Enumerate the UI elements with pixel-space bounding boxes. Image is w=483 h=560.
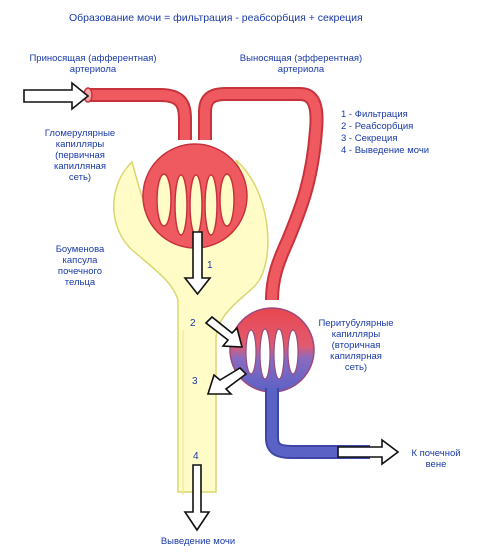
label-efferent-arteriole: Выносящая (эфферентная) артериола [226, 53, 376, 75]
label-efferent-line: Выносящая (эфферентная) [239, 53, 363, 64]
label-afferent-arteriole: Приносящая (афферентная) артериола [18, 53, 168, 75]
label-bowman-line: Боуменова [55, 244, 105, 255]
label-urine-excretion: Выведение мочи [160, 536, 236, 547]
step-number-2: 2 [190, 318, 196, 329]
step-number-4: 4 [193, 451, 199, 462]
label-peritubular-line: сеть) [344, 362, 368, 373]
legend-item: 2 - Реабсорбция [341, 121, 414, 132]
label-bowman-capsule: Боуменова капсула почечного тельца [40, 244, 120, 288]
legend: 1 - Фильтрация 2 - Реабсорбция 3 - Секре… [341, 109, 429, 157]
label-vein-line: К почечной [411, 448, 461, 459]
label-peritubular-line: (вторичная [331, 340, 381, 351]
arrow-into-afferent [23, 81, 90, 111]
label-to-renal-vein: К почечной вене [404, 448, 468, 470]
arrow-excretion [183, 464, 211, 532]
label-glomerular-capillaries: Гломерулярные капилляры (первичная капил… [30, 128, 130, 183]
legend-item: 1 - Фильтрация [341, 109, 408, 120]
arrow-secretion [206, 366, 248, 395]
label-bowman-line: почечного [57, 266, 103, 277]
arrow-filtration [183, 231, 212, 296]
label-afferent-line: артериола [69, 64, 117, 75]
label-efferent-line: артериола [277, 64, 325, 75]
label-bowman-line: капсула [62, 255, 98, 266]
label-glomerular-line: капилляная [53, 161, 106, 172]
legend-item: 4 - Выведение мочи [341, 145, 430, 156]
label-vein-line: вене [425, 459, 447, 470]
label-peritubular-capillaries: Перитубулярные капилляры (вторичная капи… [311, 318, 401, 373]
label-glomerular-line: капилляры [55, 139, 105, 150]
label-glomerular-line: (первичная [55, 150, 105, 161]
label-peritubular-line: капилярная [330, 351, 382, 362]
label-glomerular-line: сеть) [68, 172, 92, 183]
arrow-to-renal-vein [337, 438, 400, 466]
label-peritubular-line: капилляры [331, 329, 381, 340]
label-bowman-line: тельца [64, 277, 96, 288]
renal-vein [265, 388, 370, 459]
step-number-1: 1 [207, 260, 213, 271]
peritubular-capillaries [229, 307, 315, 393]
label-peritubular-line: Перитубулярные [318, 318, 394, 329]
legend-item: 3 - Секреция [341, 133, 398, 144]
label-afferent-line: Приносящая (афферентная) [29, 53, 157, 64]
label-glomerular-line: Гломерулярные [44, 128, 116, 139]
arrow-reabsorption [204, 315, 244, 348]
glomerulus [142, 143, 248, 249]
diagram-title: Образование мочи = фильтрация - реабсорб… [69, 12, 363, 24]
step-number-3: 3 [192, 376, 198, 387]
